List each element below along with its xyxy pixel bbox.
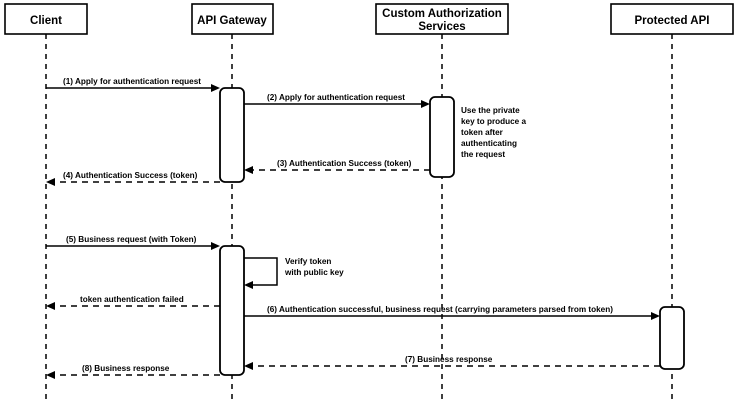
- participant-label-custom-authorization-services-line2: Services: [418, 21, 465, 33]
- activation-bar-api-gateway-business[interactable]: [219, 245, 245, 376]
- message-1-label: (1) Apply for authentication request: [63, 77, 201, 86]
- note-private-key-line-4: authenticating: [461, 139, 517, 148]
- participant-box-custom-authorization-services[interactable]: [375, 3, 509, 35]
- message-3[interactable]: (3) Authentication Success (token): [244, 159, 430, 174]
- message-7-arrowhead: [244, 362, 253, 370]
- participant-label-custom-authorization-services-line1: Custom Authorization: [382, 8, 502, 20]
- message-7[interactable]: (7) Business response: [244, 355, 660, 370]
- message-3-label: (3) Authentication Success (token): [277, 159, 412, 168]
- participant-box-protected-api[interactable]: [610, 3, 734, 35]
- self-message-verify-token-arrowhead: [244, 281, 253, 289]
- message-4[interactable]: (4) Authentication Success (token): [46, 171, 220, 186]
- message-1[interactable]: (1) Apply for authentication request: [46, 77, 220, 92]
- message-6[interactable]: (6) Authentication successful, business …: [244, 305, 660, 320]
- message-token-authentication-failed-label: token authentication failed: [80, 295, 184, 304]
- message-8[interactable]: (8) Business response: [46, 364, 220, 379]
- self-message-verify-token[interactable]: Verify token with public key: [244, 257, 344, 289]
- message-2-label: (2) Apply for authentication request: [267, 93, 405, 102]
- activation-bar-api-gateway-auth[interactable]: [219, 87, 245, 183]
- message-5-label: (5) Business request (with Token): [66, 235, 197, 244]
- message-token-authentication-failed[interactable]: token authentication failed: [46, 295, 220, 310]
- self-message-verify-token-line: [244, 257, 278, 286]
- participant-label-api-gateway: API Gateway: [197, 15, 267, 27]
- participant-header-protected-api[interactable]: Protected API: [610, 3, 734, 35]
- message-8-label: (8) Business response: [82, 364, 170, 373]
- message-4-label: (4) Authentication Success (token): [63, 171, 198, 180]
- self-message-verify-token-label-line1: Verify token: [285, 257, 331, 266]
- message-5-arrowhead: [211, 242, 220, 250]
- note-private-key-line-1: Use the private: [461, 106, 520, 115]
- participant-box-api-gateway[interactable]: [191, 3, 274, 35]
- message-2[interactable]: (2) Apply for authentication request: [244, 93, 430, 108]
- note-private-key-line-5: the request: [461, 150, 505, 159]
- activation-bar-protected-api-business[interactable]: [659, 306, 685, 370]
- self-message-verify-token-label-line2: with public key: [284, 268, 344, 277]
- message-2-arrowhead: [421, 100, 430, 108]
- message-3-arrowhead: [244, 166, 253, 174]
- note-private-key: Use the private key to produce a token a…: [461, 106, 527, 159]
- message-4-arrowhead: [46, 178, 55, 186]
- participant-header-custom-authorization-services[interactable]: Custom Authorization Services: [375, 3, 509, 35]
- message-8-arrowhead: [46, 371, 55, 379]
- participant-label-protected-api: Protected API: [635, 15, 710, 27]
- activation-bar-auth-service[interactable]: [429, 96, 455, 178]
- message-6-label: (6) Authentication successful, business …: [267, 305, 613, 314]
- message-7-label: (7) Business response: [405, 355, 493, 364]
- message-token-authentication-failed-arrowhead: [46, 302, 55, 310]
- message-1-arrowhead: [211, 84, 220, 92]
- participant-header-client[interactable]: Client: [4, 3, 88, 35]
- participant-box-client[interactable]: [4, 3, 88, 35]
- participant-label-client: Client: [30, 15, 62, 27]
- note-private-key-line-2: key to produce a: [461, 117, 527, 126]
- message-6-arrowhead: [651, 312, 660, 320]
- message-5[interactable]: (5) Business request (with Token): [46, 235, 220, 250]
- participant-header-api-gateway[interactable]: API Gateway: [191, 3, 274, 35]
- note-private-key-line-3: token after: [461, 128, 504, 137]
